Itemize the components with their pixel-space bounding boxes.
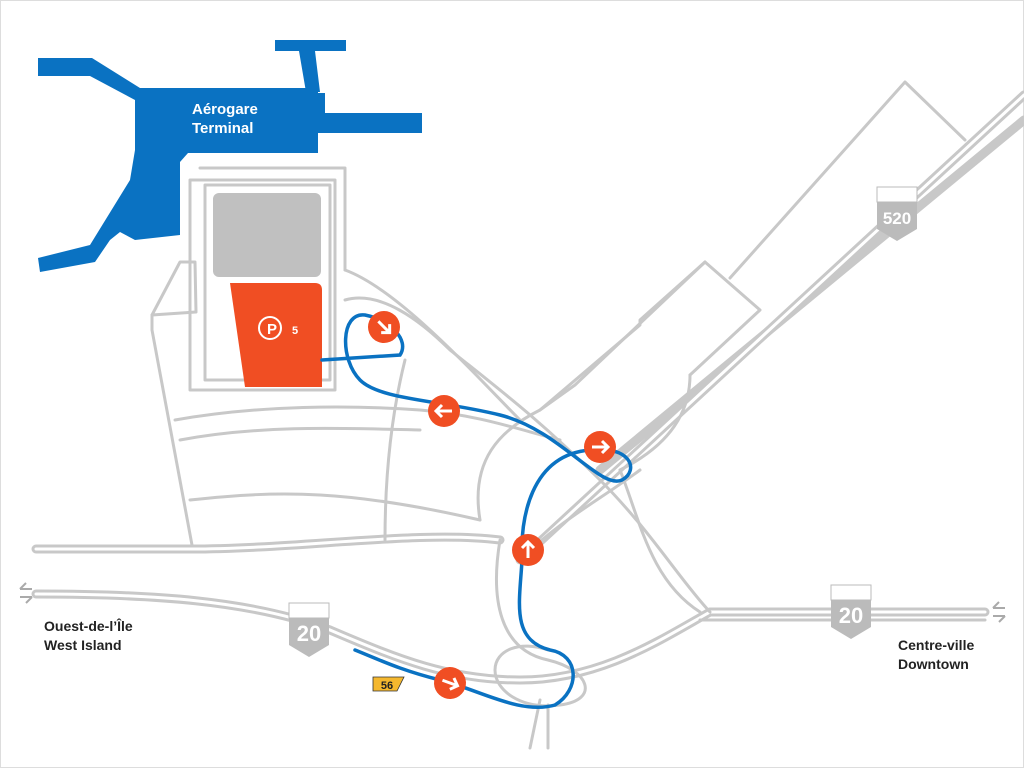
parking-garage-gray <box>213 193 321 277</box>
destination-west: Ouest-de-l’Île West Island <box>44 617 133 655</box>
destination-east-en: Downtown <box>898 656 969 672</box>
road-network <box>31 80 1024 750</box>
highway-shield-520 <box>876 186 918 241</box>
parking-symbol: P <box>267 321 277 338</box>
destination-west-fr: Ouest-de-l’Île <box>44 618 133 634</box>
destination-east: Centre-ville Downtown <box>898 636 974 674</box>
terminal-building <box>38 58 422 272</box>
parking-p5 <box>230 283 322 387</box>
arrow-marker-icon <box>512 534 544 566</box>
two-way-arrow-icon <box>19 582 1006 623</box>
terminal-label-fr: Aérogare <box>192 101 258 118</box>
exit-badge <box>372 676 405 692</box>
exit-number: 56 <box>381 680 393 692</box>
direction-arrows <box>368 311 616 699</box>
arrow-marker-icon <box>584 431 616 463</box>
arrow-marker-icon <box>434 667 466 699</box>
highway-shield-20-east <box>830 584 872 639</box>
parking-number: 5 <box>292 325 298 337</box>
parking-p-icon <box>258 316 282 340</box>
highway-520-label: 520 <box>883 209 911 228</box>
highway-20-west-label: 20 <box>297 621 321 646</box>
highway-shield-20-west <box>288 602 330 657</box>
arrow-marker-icon <box>368 311 400 343</box>
destination-east-fr: Centre-ville <box>898 637 975 653</box>
highway-20-east-label: 20 <box>839 603 863 628</box>
destination-west-en: West Island <box>44 637 122 653</box>
terminal-label: Aérogare Terminal <box>192 100 258 138</box>
arrow-marker-icon <box>428 395 460 427</box>
terminal-label-en: Terminal <box>192 120 254 137</box>
